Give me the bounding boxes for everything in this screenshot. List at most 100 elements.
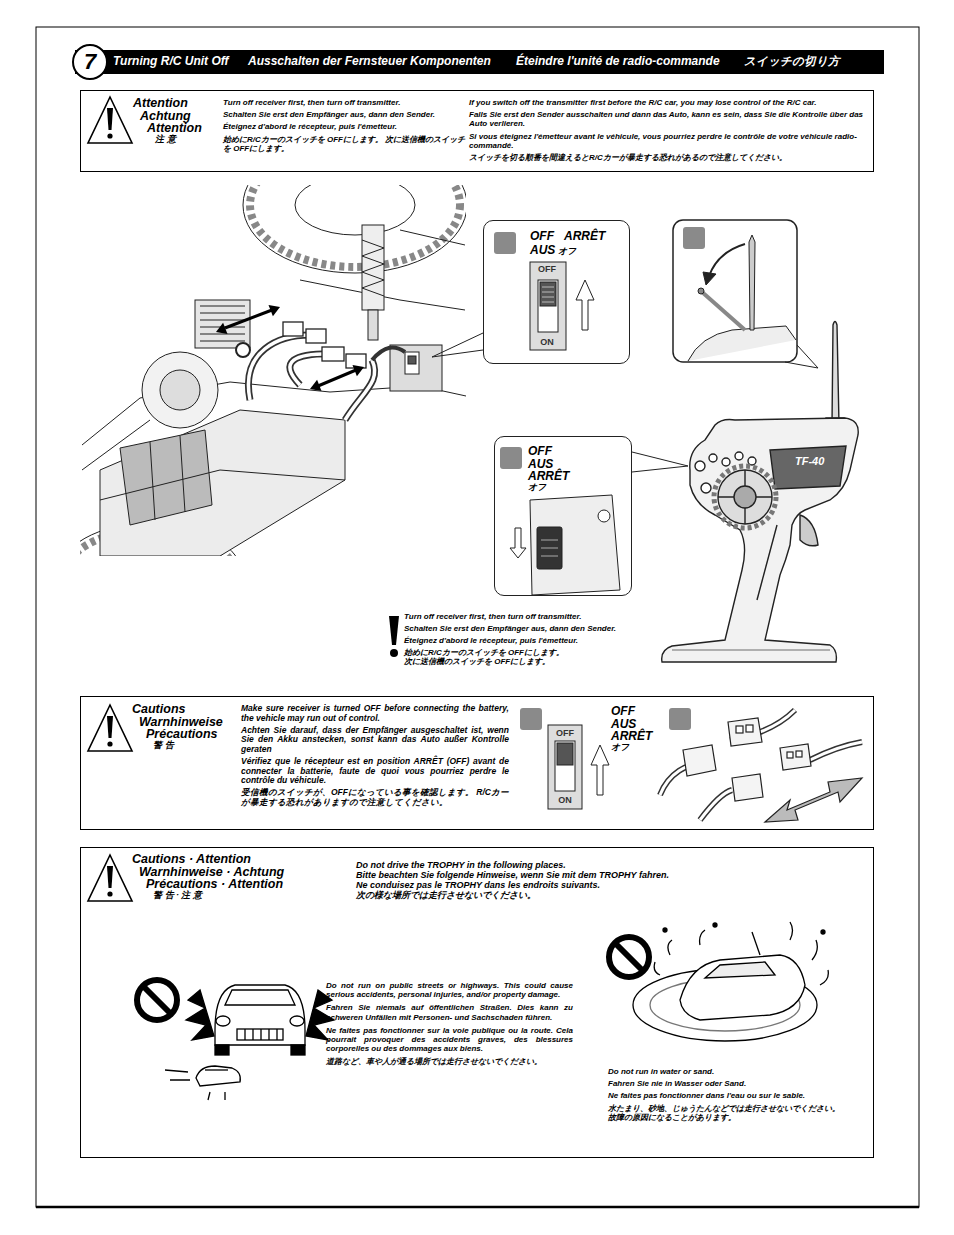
exclamation-mark-part — [107, 866, 113, 888]
caution-text: 水たまり、砂地、じゅうたんなどでは走行させないでください。故障の原因になることが… — [608, 1104, 843, 1122]
note-text: Turn off receiver first, then turn off t… — [404, 612, 581, 621]
car-chassis-illustration-part — [345, 360, 375, 420]
text-group: OFF — [529, 264, 565, 274]
water-car-illustration — [633, 922, 828, 1041]
text-group: If you switch off the transmitter first … — [469, 98, 869, 162]
car-chassis-illustration-part — [306, 329, 326, 343]
text-group: Turn off receiver first, then turn off t… — [223, 98, 467, 153]
car-chassis-illustration-part — [248, 335, 310, 400]
street-crash-illustration-part — [215, 985, 305, 1045]
model-name: TF-40 — [795, 455, 824, 468]
caution-intro: Do not drive the TROPHY in the following… — [356, 861, 669, 871]
connector-plugs-drawing-part — [728, 718, 762, 746]
car-chassis-illustration-part — [150, 436, 185, 520]
text-group: Ausschalten der Fernsteuer Komponenten — [248, 55, 491, 69]
water-car-illustration-part — [705, 962, 775, 978]
transmitter-drawing-part — [722, 458, 730, 466]
transmitter-drawing-part — [832, 322, 839, 426]
note-text: Éteignez d'abord le récepteur, puis l'ém… — [404, 636, 578, 645]
switch-marking: OFF — [548, 728, 582, 738]
step-marker-part — [500, 447, 522, 469]
street-crash-illustration-part — [205, 1069, 228, 1070]
text-group: スイッチの切り方 — [744, 55, 840, 68]
exclamation-mark-part — [107, 716, 113, 738]
receiver-switch-callout: OFFARRÊTAUSオフOFFON — [483, 220, 630, 364]
receiver-switch-drawing-part — [576, 280, 594, 330]
car-chassis-illustration-part — [372, 347, 405, 360]
transmitter-drawing-part — [672, 649, 830, 650]
street-crash-illustration-part — [196, 1066, 240, 1086]
connector-plugs-drawing-part — [810, 742, 862, 760]
switch-state: ARRÊT — [564, 230, 605, 244]
car-chassis-illustration-part — [195, 300, 250, 348]
warning-text: 始めにR/Cカーのスイッチを OFFにします。 次に送信機のスイッチを OFFに… — [223, 135, 467, 153]
transmitter-drawing-part — [714, 466, 776, 528]
transmitter-switch-drawing-part — [537, 527, 562, 569]
cautions-switch-drawing — [548, 725, 609, 809]
text-group: Éteindre l'unité de radio-commande — [516, 55, 720, 69]
switch-state: AUS — [530, 244, 555, 258]
caution-heading: Cautions — [132, 703, 223, 716]
warning-text: Éteignez d'abord le récepteur, puis l'ém… — [223, 122, 467, 131]
text-group: Do not run on public streets or highways… — [326, 981, 573, 1067]
car-chassis-illustration-part — [310, 380, 322, 391]
transmitter-drawing-part — [662, 418, 859, 662]
caution-text: 道路など、車や人が通る場所では走行させないでください。 — [326, 1057, 573, 1066]
street-crash-illustration — [165, 985, 334, 1100]
connector-plugs-drawing-part — [700, 790, 732, 820]
switch-state: AUS — [528, 458, 569, 471]
car-chassis-illustration-part — [408, 356, 416, 364]
step-marker-part — [494, 232, 516, 254]
water-car-illustration-part — [821, 930, 825, 934]
warning-heading: Attention — [147, 122, 202, 135]
text-group: ARRÊT — [564, 230, 605, 244]
connector-plugs-drawing-part — [765, 778, 862, 822]
no-entry-sign-part — [137, 980, 177, 1020]
car-chassis-illustration-part — [405, 352, 419, 374]
caution-heading: Warnhinweise · Achtung — [139, 866, 284, 879]
transmitter-drawing-part — [800, 515, 818, 546]
text-group: Do not run in water or sand.Fahren Sie n… — [608, 1067, 843, 1122]
caution-intro: Bitte beachten Sie folgende Hinweise, we… — [356, 871, 669, 881]
street-crash-illustration-part — [215, 1045, 229, 1055]
caution-text: Do not run in water or sand. — [608, 1067, 843, 1076]
text-group: OFFAUSARRÊTオフ — [528, 445, 569, 492]
step-number: 7 — [74, 49, 106, 74]
transmitter-drawing-part — [718, 470, 772, 524]
text-group: 7 — [74, 49, 106, 74]
transmitter-switch-drawing — [510, 495, 620, 595]
car-chassis-illustration-part — [362, 240, 384, 296]
transmitter-drawing-part — [709, 454, 717, 462]
cautions-switch-drawing-part — [548, 725, 582, 809]
text-group: AUS — [530, 244, 555, 258]
receiver-switch-drawing-part — [540, 282, 556, 306]
transmitter-drawing — [662, 322, 859, 663]
switch-state: OFF — [611, 705, 652, 718]
caution-heading: Précautions — [146, 728, 223, 741]
connector-plugs-drawing-part — [683, 745, 716, 776]
text-group: ON — [548, 795, 582, 805]
caution-text: Fahren Sie niemals auf öffentlichen Stra… — [326, 1003, 573, 1021]
caution-text: Vérifiez que le récepteur est en positio… — [241, 757, 509, 786]
page-frame-part — [36, 1206, 919, 1209]
exclamation-mark-part — [389, 616, 399, 645]
connector-plugs-drawing-part — [746, 725, 753, 732]
text-group: OFF — [548, 728, 582, 738]
transmitter-drawing-part — [734, 486, 756, 508]
caution-text: Achten Sie darauf, dass der Empfänger au… — [241, 726, 509, 755]
section-title: スイッチの切り方 — [744, 55, 840, 68]
text-group: Turning R/C Unit Off — [113, 55, 229, 69]
car-chassis-illustration-part — [390, 345, 442, 391]
switch-state: オフ — [528, 483, 569, 492]
street-crash-illustration-part — [245, 1029, 277, 1040]
car-chassis-illustration-part — [353, 365, 365, 376]
car-chassis-illustration-part — [283, 322, 303, 336]
street-crash-illustration-part — [291, 1045, 305, 1055]
no-entry-sign-part — [615, 943, 643, 971]
caution-intro: Ne conduisez pas le TROPHY dans les endr… — [356, 881, 669, 891]
street-crash-illustration-part — [186, 990, 214, 1040]
caution-text: Make sure receiver is turned OFF before … — [241, 704, 509, 724]
caution-intro: 次の様な場所では走行させないでください。 — [356, 891, 669, 901]
switch-state: オフ — [558, 246, 576, 256]
